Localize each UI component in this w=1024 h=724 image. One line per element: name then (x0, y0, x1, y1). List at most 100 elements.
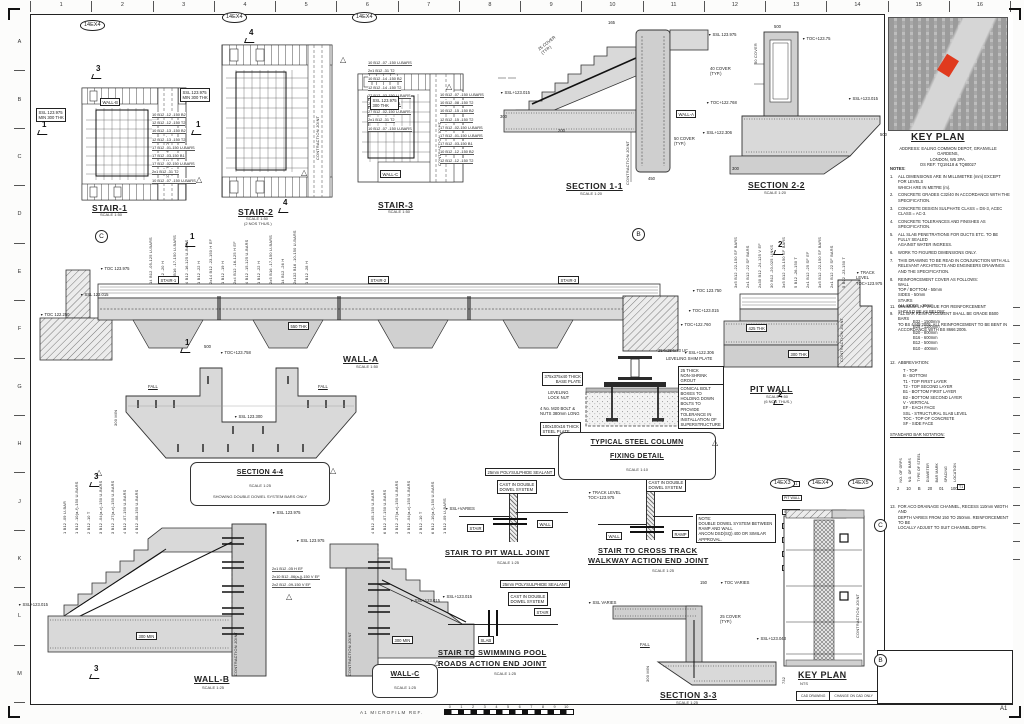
notes-panel: KEY PLAN ADDRESS: EALING COMMON DEPOT, G… (877, 14, 1013, 704)
detail-title2: ROADS ACTION END JOINT (438, 659, 547, 668)
ref-label: STAIR (534, 608, 552, 617)
grid-letter: F (14, 301, 25, 359)
level-label: TOC 122.250 (40, 312, 69, 317)
detail-title: SECTION 2-2 (748, 180, 805, 190)
key-plan-map (888, 17, 1008, 131)
microfilm-ruler (1013, 300, 1020, 560)
contraction-joint-label: CONTRACTION JOINT (855, 593, 860, 638)
grid-number: 5 (276, 1, 338, 12)
detail-title: SECTION 4-4 (236, 469, 284, 477)
dim-label: 300 MIN (392, 636, 413, 645)
detail-title: WALL-B (194, 674, 230, 684)
level-label: SSL 123.975 (708, 32, 736, 37)
grid-number: 1 (30, 1, 93, 12)
grid-letter: M (14, 646, 25, 704)
grid-number: 13 (766, 1, 828, 12)
cad-bar: CAD DRAWING CHANGE ON CAD ONLY (796, 691, 878, 701)
level-label: SSL+123.015 (410, 598, 440, 603)
detail-scale: SCALE 1:50 (246, 216, 269, 221)
ref-label: SLAB (478, 636, 494, 645)
section-flag-1: 1 (37, 120, 49, 135)
detail-section-1-1: SSL+123.015 25 COVER (TYP.) 300 165 200 … (498, 18, 710, 200)
grid-number: 12 (705, 1, 766, 12)
gridline-bubble-b: B (874, 654, 887, 667)
level-label: SSL 123.015 (80, 292, 108, 297)
level-label: SSL 123.975 300 THK (370, 96, 400, 110)
grid-number: 14 (827, 1, 889, 12)
level-label: SSL VARIES (588, 600, 616, 605)
detail-scale: SCALE 1:25 (652, 568, 675, 573)
dowel-label: CAST IN DOUBLE DOWEL SYSTEM (646, 478, 686, 492)
grid-letter: B (14, 71, 25, 129)
dim-label: 500 (204, 344, 211, 349)
level-label: SSL 123.975 MIN 300 THK (36, 108, 67, 122)
address: ADDRESS: EALING COMMON DEPOT, GRANVILLE … (899, 146, 997, 167)
section-flag-3: 3 (91, 64, 103, 79)
level-label: SSL 123.975 MIN 300 THK (180, 88, 211, 102)
ref-label: WALL (537, 520, 554, 529)
scale-bar-strip (444, 709, 574, 715)
stair-ref-label: STAIR-3 (558, 276, 579, 285)
gridline-bubble-c: C (95, 230, 108, 243)
grid-number: 15 (889, 1, 950, 12)
level-label: SSL+123.015 (442, 594, 472, 599)
level-label: TOC+123.758 (220, 350, 250, 355)
note-13: 13.FOR ACO DRAINAGE CHANNEL, RECESS 110m… (890, 504, 1009, 531)
sheet-size-label: A1 (1000, 706, 1008, 712)
section-flag-3: 3 (89, 472, 101, 487)
dowel-bar (493, 523, 527, 525)
detail-title: KEY PLAN (798, 670, 847, 680)
detail-title2: FIXING DETAIL (610, 453, 664, 461)
dim-label: 500 (774, 24, 781, 29)
gridline-bubble: 14EX5 (848, 478, 873, 489)
bar-notation-location: T1 (957, 484, 966, 490)
callout-base-plate: 375x375x40 THICK BASE PLATE (542, 372, 584, 386)
dim-label: 165 (608, 20, 615, 25)
gridline-bubble-b: B (632, 228, 645, 241)
grid-number: 10 (582, 1, 644, 12)
dim-label: 300 MIN (645, 665, 650, 682)
fall-label: FALL (148, 384, 158, 389)
detail-scale: SCALE 1:10 (625, 467, 648, 473)
grid-number: 3 (154, 1, 215, 12)
cad-bar-left: CAD DRAWING (797, 692, 831, 700)
level-label: TRACK LEVEL TOC+123.975 (856, 270, 886, 286)
callout-conical: CONICAL BOLT BOXES TO HOLDING DOWN BOLTS… (678, 384, 724, 429)
detail-joint-pit: 25mm POLYSULPHIDE SEALANT CAST IN DOUBLE… (445, 468, 583, 572)
level-label: SSL+VARIES (445, 506, 474, 511)
dowel-label: CAST IN DOUBLE DOWEL SYSTEM (508, 592, 548, 606)
grid-number: 2 (92, 1, 154, 12)
thickness-label: 300 THK (788, 350, 810, 359)
level-label: SSL+123.015 (500, 90, 530, 95)
grid-letter: E (14, 244, 25, 302)
gridline-bubble-c: C (874, 519, 887, 532)
section-flag-1: 1 (191, 120, 203, 135)
detail-note: (6 NOS THUS.) (764, 399, 792, 404)
detail-scale: SCALE 1:25 (494, 671, 517, 676)
detail-title: SECTION 3-3 (660, 690, 717, 700)
corner-mark (1009, 706, 1021, 718)
gridline-bubble: 14EX4 (808, 478, 833, 489)
detail-caption-cloud: WALL-C SCALE 1:25 (372, 664, 438, 698)
microfilm-label: A1 MICROFILM REF. (360, 710, 424, 715)
section-flag-4: 4 (278, 198, 290, 213)
gridline-bubble: 14EX3 (770, 478, 795, 489)
level-label: TOC+122.768 (706, 100, 736, 105)
callout-uc: 254x254x73 UC (658, 348, 689, 353)
detail-title: STAIR TO CROSS TRACK (598, 546, 698, 555)
level-label: SSL 123.975 (296, 538, 324, 543)
level-label: TOC+122.760 (680, 322, 710, 327)
level-label: TOC 123.975 (100, 266, 129, 271)
contraction-joint-label: CONTRACTION JOINT (315, 115, 320, 160)
corner-mark (8, 706, 20, 718)
revision-triangle-icon (712, 438, 718, 447)
gridline-bubble: 14EX4 (80, 20, 105, 31)
level-label: SSL+123.043 (756, 636, 786, 641)
gridline-bubble: 14EX4 (222, 12, 247, 23)
